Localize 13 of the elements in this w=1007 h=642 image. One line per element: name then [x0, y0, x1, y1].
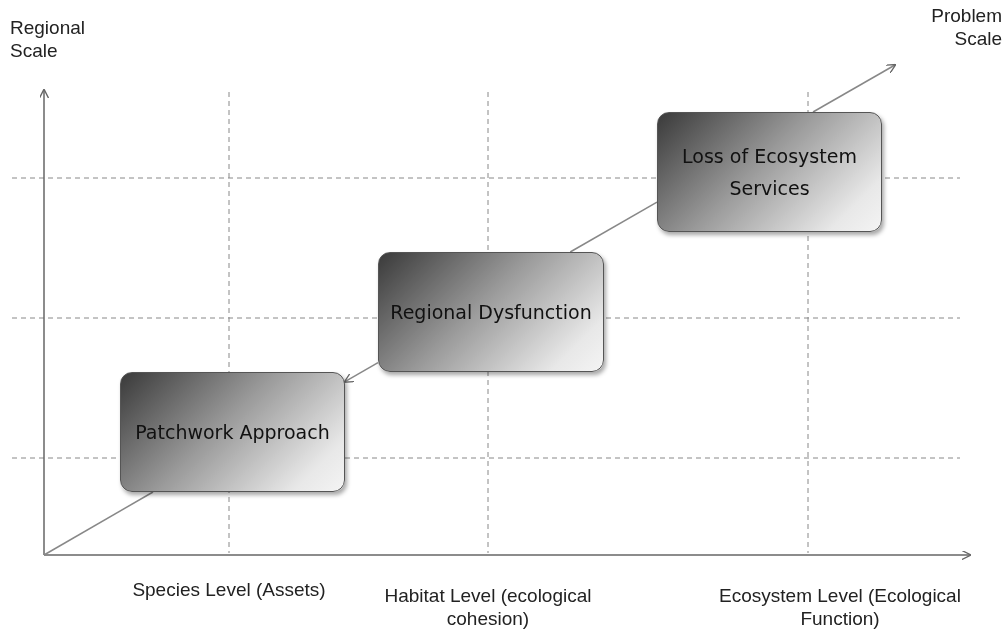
axis-title: Regional Scale [10, 16, 86, 62]
axis-title: Problem Scale [930, 4, 1002, 50]
box-text: Regional Dysfunction [389, 300, 593, 325]
box-text: Loss of Ecosystem Services [681, 144, 858, 201]
process-box [657, 112, 882, 232]
connector-line [343, 361, 379, 383]
axis-label: Habitat Level (ecological cohesion) [383, 584, 593, 630]
axis-label: Species Level (Assets) [131, 578, 327, 601]
box-text: Patchwork Approach [134, 420, 331, 445]
connector-line [569, 201, 658, 253]
process-box [378, 252, 604, 372]
process-box [120, 372, 345, 492]
axis-label: Ecosystem Level (Ecological Function) [718, 584, 962, 630]
